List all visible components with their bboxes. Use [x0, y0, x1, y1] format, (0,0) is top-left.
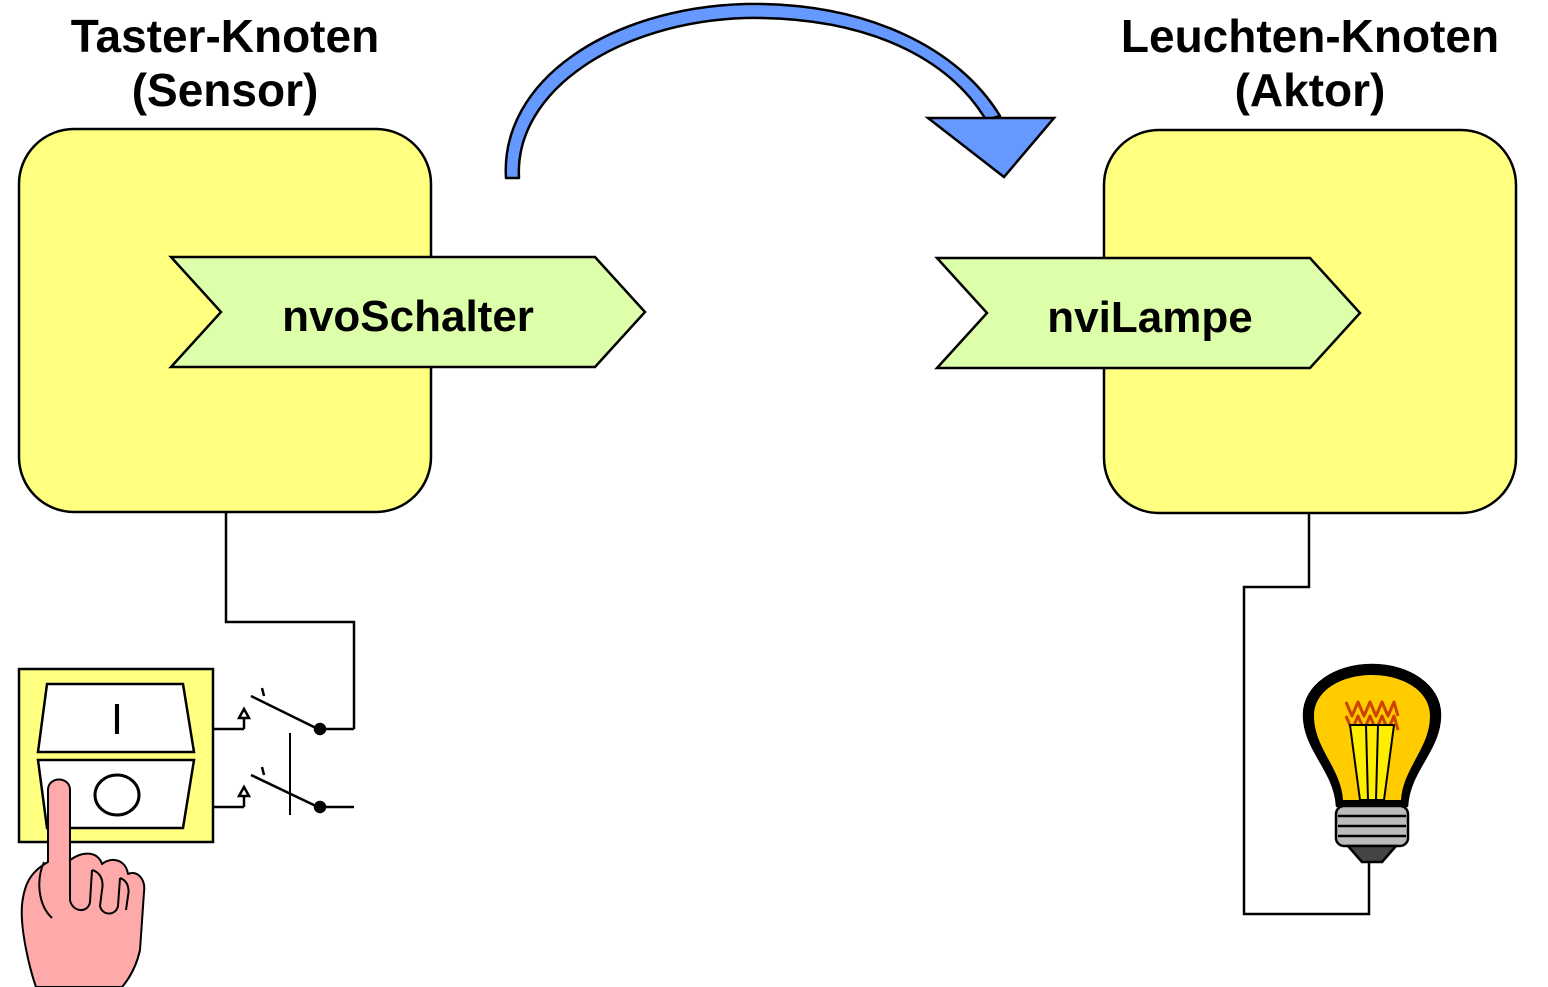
actor-node-title: Leuchten-Knoten (Aktor) [1080, 9, 1540, 117]
actor-wire [1242, 513, 1371, 916]
sensor-node-title: Taster-Knoten (Sensor) [0, 9, 450, 117]
sensor-title-line2: (Sensor) [131, 64, 319, 116]
pointing-hand-icon [20, 778, 146, 987]
sensor-title-line1: Taster-Knoten [70, 10, 380, 62]
switch-contacts [213, 687, 354, 815]
switch-off-circle [93, 773, 141, 817]
actor-title-line1: Leuchten-Knoten [1120, 10, 1500, 62]
nvo-schalter-label: nvoSchalter [282, 292, 534, 341]
curved-arrow-icon [504, 2, 1057, 180]
switch-on-label: I [111, 695, 123, 744]
nvo-schalter-variable: nvoSchalter [168, 255, 647, 369]
nvi-lampe-variable: nviLampe [934, 256, 1362, 370]
actor-title-line2: (Aktor) [1234, 64, 1386, 116]
sensor-wire [224, 512, 356, 729]
light-bulb-icon [1302, 663, 1442, 864]
nvi-lampe-label: nviLampe [1047, 293, 1252, 342]
